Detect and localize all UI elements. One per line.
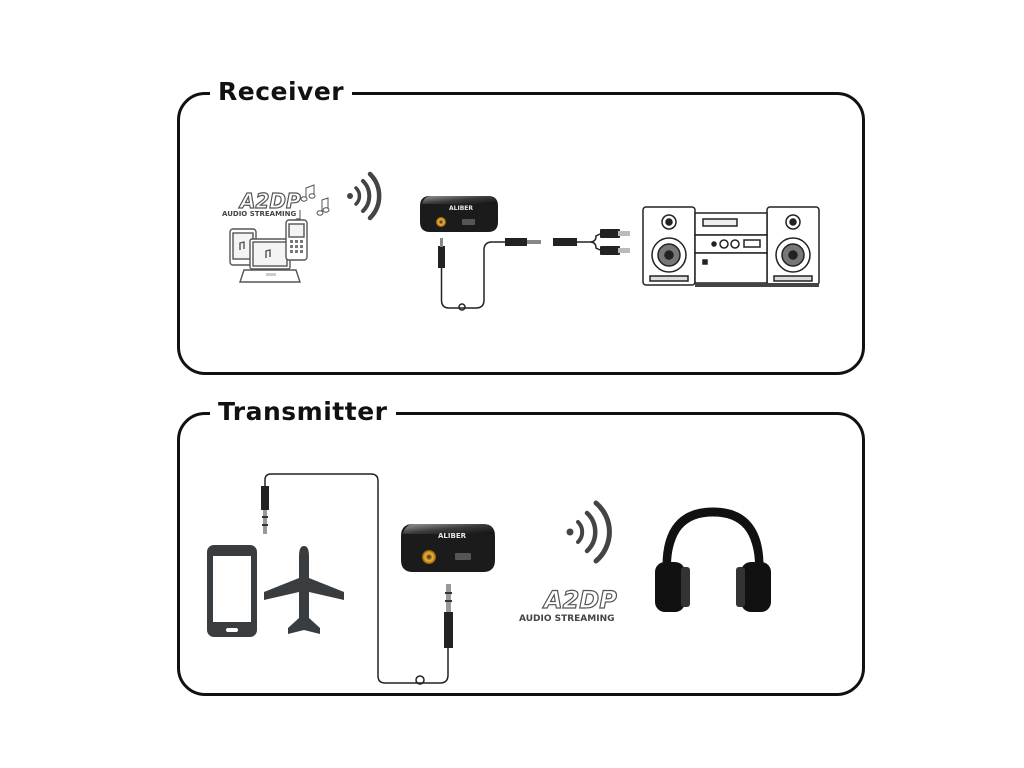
receiver-a2dp-badge: A2DP AUDIO STREAMING bbox=[222, 188, 302, 218]
receiver-panel bbox=[177, 92, 865, 375]
airplane-icon bbox=[264, 546, 344, 634]
bluetooth-adapter-icon: ALIBER bbox=[420, 196, 498, 232]
bluetooth-adapter-icon: ALIBER bbox=[401, 524, 495, 572]
transmitter-title: Transmitter bbox=[210, 397, 396, 427]
transmitter-brand: ALIBER bbox=[438, 532, 467, 540]
transmitter-streaming-text: AUDIO STREAMING bbox=[519, 614, 615, 624]
receiver-a2dp-text: A2DP bbox=[238, 189, 301, 213]
rca-plugs-icon bbox=[600, 229, 630, 255]
audio-cable-icon bbox=[261, 473, 453, 685]
transmitter-a2dp-text: A2DP bbox=[542, 586, 617, 614]
transmitter-panel bbox=[177, 412, 865, 696]
transmitter-a2dp-badge: A2DP AUDIO STREAMING bbox=[519, 585, 618, 624]
smartphone-icon bbox=[207, 545, 257, 637]
laptop-tablet-phone-icon bbox=[229, 219, 308, 283]
receiver-streaming-text: AUDIO STREAMING bbox=[222, 210, 297, 218]
receiver-title: Receiver bbox=[210, 77, 353, 107]
audio-cable-icon bbox=[438, 233, 601, 311]
receiver-brand: ALIBER bbox=[449, 205, 473, 212]
stereo-system-icon bbox=[642, 206, 820, 287]
headphones-icon bbox=[655, 507, 771, 612]
wireless-signal-icon bbox=[347, 171, 382, 221]
wireless-signal-icon bbox=[566, 500, 612, 564]
